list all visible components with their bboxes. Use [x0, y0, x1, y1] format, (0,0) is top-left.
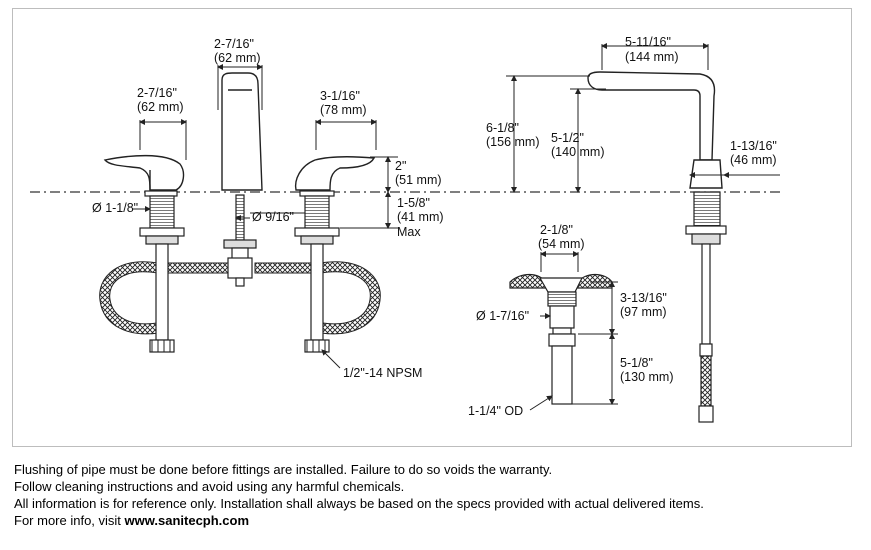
dim-spout-width: 2-7/16" — [214, 37, 254, 51]
dim-drain-body: 3-13/16" — [620, 291, 667, 305]
side-spout — [587, 71, 723, 189]
dim-thread: 1/2"-14 NPSM — [343, 366, 423, 380]
dim-shank-length-mm: (41 mm) — [397, 210, 444, 224]
dim-spout-base: 1-13/16" — [730, 139, 777, 153]
notes-block: Flushing of pipe must be done before fit… — [14, 461, 704, 529]
note-reference: All information is for reference only. I… — [14, 496, 704, 511]
dim-drain-body-mm: (97 mm) — [620, 305, 667, 319]
drain-dimension-lines — [529, 251, 618, 411]
side-shank — [685, 191, 727, 423]
dim-spout-clearance-mm: (140 mm) — [551, 145, 605, 159]
dim-drain-flange-mm: (54 mm) — [538, 237, 585, 251]
drain-assembly — [509, 273, 613, 405]
faucet-technical-drawing — [30, 43, 780, 423]
spout-shank — [223, 194, 257, 287]
center-spout — [221, 72, 263, 191]
dim-drain-diameter: Ø 1-7/16" — [476, 309, 530, 323]
dim-handle-height: 2" — [395, 159, 407, 173]
note-more-info: For more info, visit www.sanitecph.com — [14, 512, 704, 529]
left-dimension-lines — [132, 64, 398, 369]
left-handle — [103, 154, 185, 191]
dim-spout-reach-mm: (144 mm) — [625, 50, 679, 64]
website-link[interactable]: www.sanitecph.com — [124, 513, 250, 528]
dim-spout-height: 6-1/8" — [486, 121, 519, 135]
dim-spout-clearance: 5-1/2" — [551, 131, 584, 145]
dim-tailpiece-od: 1-1/4" OD — [468, 404, 524, 418]
note-cleaning: Follow cleaning instructions and avoid u… — [14, 479, 405, 494]
braided-hose-left — [99, 261, 159, 335]
right-handle — [294, 155, 376, 191]
dim-spout-base-mm: (46 mm) — [730, 153, 777, 167]
note-more-info-prefix: For more info, visit — [14, 513, 125, 528]
left-valve-body — [139, 190, 185, 353]
drawing-frame — [12, 8, 852, 447]
dim-spout-shank-diameter: Ø 9/16" — [252, 210, 294, 224]
dim-tailpiece: 5-1/8" — [620, 356, 653, 370]
dim-drain-flange: 2-1/8" — [540, 223, 573, 237]
dim-shank-max: Max — [397, 225, 421, 239]
dim-handle-height-mm: (51 mm) — [395, 173, 442, 187]
dim-right-handle-width: 3-1/16" — [320, 89, 360, 103]
dim-shank-length: 1-5/8" — [397, 196, 430, 210]
dim-tailpiece-mm: (130 mm) — [620, 370, 674, 384]
dim-spout-reach: 5-11/16" — [625, 35, 671, 49]
right-valve-body — [294, 190, 340, 353]
dim-spout-width-mm: (62 mm) — [214, 51, 261, 65]
dim-left-handle-width-mm: (62 mm) — [137, 100, 184, 114]
dim-left-handle-width: 2-7/16" — [137, 86, 177, 100]
note-flushing: Flushing of pipe must be done before fit… — [14, 462, 553, 477]
side-dimension-lines — [506, 43, 780, 193]
braided-hose-right — [319, 261, 381, 335]
dim-right-handle-width-mm: (78 mm) — [320, 103, 367, 117]
dim-spout-height-mm: (156 mm) — [486, 135, 540, 149]
dim-shank-diameter: Ø 1-1/8" — [92, 201, 139, 215]
